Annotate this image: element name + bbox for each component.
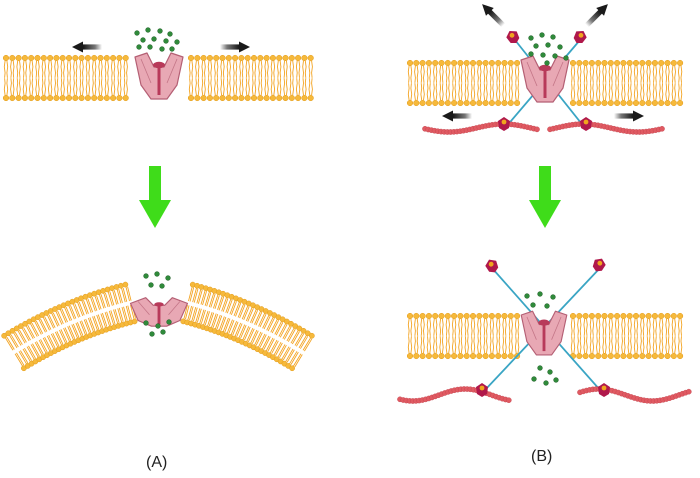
membrane-b-top-left <box>406 59 521 107</box>
anchor-b-bottom-4 <box>598 383 610 397</box>
channel-a-top <box>134 52 184 100</box>
anchor-b-bottom-3 <box>476 383 488 397</box>
ligands-a-bottom <box>143 271 172 337</box>
ligands-b-bottom <box>524 291 559 386</box>
transition-arrow-a <box>139 166 171 228</box>
force-arrow-a-right <box>220 41 250 53</box>
filament-b-top-left <box>422 121 540 135</box>
anchor-b-bottom-1 <box>485 259 499 273</box>
transition-arrow-b <box>529 166 561 228</box>
channel-b-bottom <box>520 310 568 356</box>
panel-label-b: (B) <box>531 448 553 465</box>
channel-b-top <box>520 55 570 103</box>
filament-b-top-right <box>547 121 665 135</box>
anchor-b-top-4 <box>580 117 592 131</box>
anchor-b-top-3 <box>498 117 510 131</box>
membrane-b-top-right <box>569 59 684 107</box>
ligands-b-top <box>528 32 569 66</box>
force-arrow-b-up-left <box>482 4 506 28</box>
filament-b-bottom-right <box>577 386 692 404</box>
membrane-b-bottom-right <box>569 312 684 360</box>
panel-label-a: (A) <box>146 454 168 471</box>
membrane-a-bottom-left <box>1 281 138 372</box>
membrane-a-bottom-right <box>180 281 315 372</box>
membrane-a-top-right <box>187 54 314 102</box>
membrane-a-top-left <box>2 54 129 102</box>
ligands-a-top <box>134 27 180 52</box>
force-arrow-b-left <box>442 110 472 122</box>
force-arrow-b-right <box>614 110 644 122</box>
force-arrow-a-left <box>72 41 102 53</box>
force-arrow-b-up-right <box>584 4 608 28</box>
anchor-b-bottom-2 <box>592 258 606 272</box>
anchor-b-top-1 <box>506 30 520 44</box>
channel-a-bottom <box>129 297 189 327</box>
filament-b-bottom-left <box>397 386 512 404</box>
anchor-b-top-2 <box>573 30 587 44</box>
membrane-b-bottom-left <box>406 312 521 360</box>
